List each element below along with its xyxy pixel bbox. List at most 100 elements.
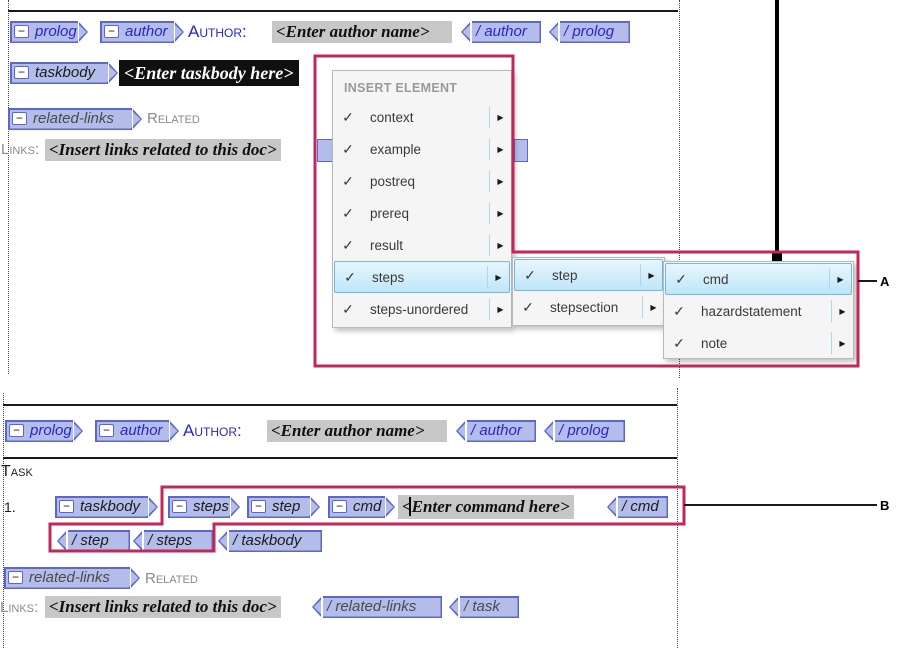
submenu-arrow-icon: ▶ [497,176,504,186]
menu-item-label: cmd [703,271,729,287]
submenu-arrow-icon: ▶ [497,144,504,154]
element-tag-author-open[interactable]: − author [95,420,179,442]
related-links-title-part2: Links: [0,599,39,616]
check-icon: ✓ [342,300,354,317]
menu-item-example[interactable]: ✓ example ▶ [333,133,511,165]
element-tag-taskbody-open[interactable]: − taskbody [55,496,158,518]
element-tag-cmd-close[interactable]: / cmd [607,496,668,518]
element-tag-author-close[interactable]: / author [456,420,536,442]
menu-item-label: stepsection [550,299,619,315]
tag-label: / prolog [559,422,610,439]
tag-label: prolog [30,422,72,439]
element-tag-related-links-open[interactable]: − related-links [4,567,140,589]
command-placeholder-text[interactable]: <Enter command here> [398,495,574,519]
check-icon: ✓ [342,108,354,125]
submenu-arrow-icon: ▶ [837,274,844,284]
collapse-icon[interactable]: − [14,66,29,79]
element-tag-steps-close[interactable]: / steps [133,530,213,552]
element-tag-prolog-open[interactable]: − prolog [5,420,83,442]
check-icon: ✓ [344,268,356,285]
menu-item-prereq[interactable]: ✓ prereq ▶ [333,197,511,229]
element-tag-steps-open[interactable]: − steps [168,496,240,518]
menu-item-label: prereq [370,205,410,221]
tag-label: / prolog [564,23,615,40]
element-tag-related-links-close[interactable]: / related-links [312,596,442,618]
author-field-label: Author: [183,421,242,440]
menu-item-cmd[interactable]: ✓ cmd ▶ [665,263,852,295]
task-heading: Task [1,463,33,480]
related-links-placeholder[interactable]: <Insert links related to this doc> [45,139,281,161]
related-links-title-part1: Related [147,110,200,127]
tag-label: / taskbody [233,532,302,549]
check-icon: ✓ [342,236,354,253]
hidden-close-tag-fragment-right [514,139,528,162]
menu-item-step[interactable]: ✓ step ▶ [514,259,663,291]
element-tag-prolog-close[interactable]: / prolog [544,420,625,442]
tag-label: related-links [29,569,110,586]
submenu-arrow-icon: ▶ [497,240,504,250]
element-tag-taskbody-open[interactable]: − taskbody [10,62,118,84]
check-icon: ✓ [675,270,687,287]
tag-label: / task [464,598,500,615]
author-placeholder-text[interactable]: <Enter author name> [267,420,447,442]
collapse-icon[interactable]: − [12,112,27,125]
collapse-icon[interactable]: − [9,424,24,437]
text-cursor [409,497,411,516]
menu-item-context[interactable]: ✓ context ▶ [333,101,511,133]
element-tag-task-close[interactable]: / task [449,596,519,618]
collapse-icon[interactable]: − [8,571,23,584]
element-tag-step-open[interactable]: − step [247,496,320,518]
check-icon: ✓ [342,172,354,189]
menu-item-result[interactable]: ✓ result ▶ [333,229,511,261]
collapse-icon[interactable]: − [251,500,266,513]
frame-rule-top [8,10,678,12]
menu-item-stepsection[interactable]: ✓ stepsection ▶ [513,291,664,323]
element-tag-taskbody-close[interactable]: / taskbody [218,530,322,552]
menu-item-steps-unordered[interactable]: ✓ steps-unordered ▶ [333,293,511,325]
tag-label: author [125,23,168,40]
element-tag-cmd-open[interactable]: − cmd [328,496,395,518]
collapse-icon[interactable]: − [99,424,114,437]
frame-rule-bottom-2 [3,457,677,459]
tag-label: author [120,422,163,439]
text-frame-border [775,0,779,252]
menu-item-note[interactable]: ✓ note ▶ [664,327,853,359]
element-tag-author-close[interactable]: / author [461,21,541,43]
collapse-icon[interactable]: − [172,500,187,513]
collapse-icon[interactable]: − [59,500,74,513]
insert-element-menu: INSERT ELEMENT ✓ context ▶ ✓ example ▶ ✓… [332,70,512,328]
hidden-close-tag-fragment-left [317,139,333,162]
element-tag-author-open[interactable]: − author [100,21,184,43]
submenu-arrow-icon: ▶ [839,338,846,348]
check-icon: ✓ [673,302,685,319]
menu-item-label: steps [372,269,405,285]
step-submenu: ✓ cmd ▶ ✓ hazardstatement ▶ ✓ note ▶ [663,261,854,359]
element-tag-step-close[interactable]: / step [57,530,130,552]
menu-item-hazardstatement[interactable]: ✓ hazardstatement ▶ [664,295,853,327]
submenu-arrow-icon: ▶ [648,270,655,280]
element-tag-related-links-open[interactable]: − related-links [8,108,142,130]
callout-a-label: A [880,274,890,289]
author-placeholder-text[interactable]: <Enter author name> [272,21,452,43]
related-links-title-part1: Related [145,570,198,587]
collapse-icon[interactable]: − [14,25,29,38]
collapse-icon[interactable]: − [104,25,119,38]
menu-item-label: example [370,141,422,157]
check-icon: ✓ [342,204,354,221]
tag-label: / cmd [622,498,659,515]
related-links-placeholder[interactable]: <Insert links related to this doc> [45,596,281,618]
check-icon: ✓ [673,334,685,351]
page-border-dotted-right-bottom [677,388,678,648]
menu-item-postreq[interactable]: ✓ postreq ▶ [333,165,511,197]
page-border-dotted-left-bottom [3,393,4,648]
menu-item-label: context [370,109,414,125]
menu-item-steps[interactable]: ✓ steps ▶ [334,261,510,293]
element-tag-prolog-open[interactable]: − prolog [10,21,88,43]
taskbody-selected-placeholder[interactable]: <Enter taskbody here> [119,60,299,86]
tag-label: / steps [148,532,193,549]
menu-title: INSERT ELEMENT [344,81,458,95]
step-list-number: 1. [4,499,16,515]
tag-label: cmd [353,498,382,515]
collapse-icon[interactable]: − [332,500,347,513]
element-tag-prolog-close[interactable]: / prolog [549,21,630,43]
